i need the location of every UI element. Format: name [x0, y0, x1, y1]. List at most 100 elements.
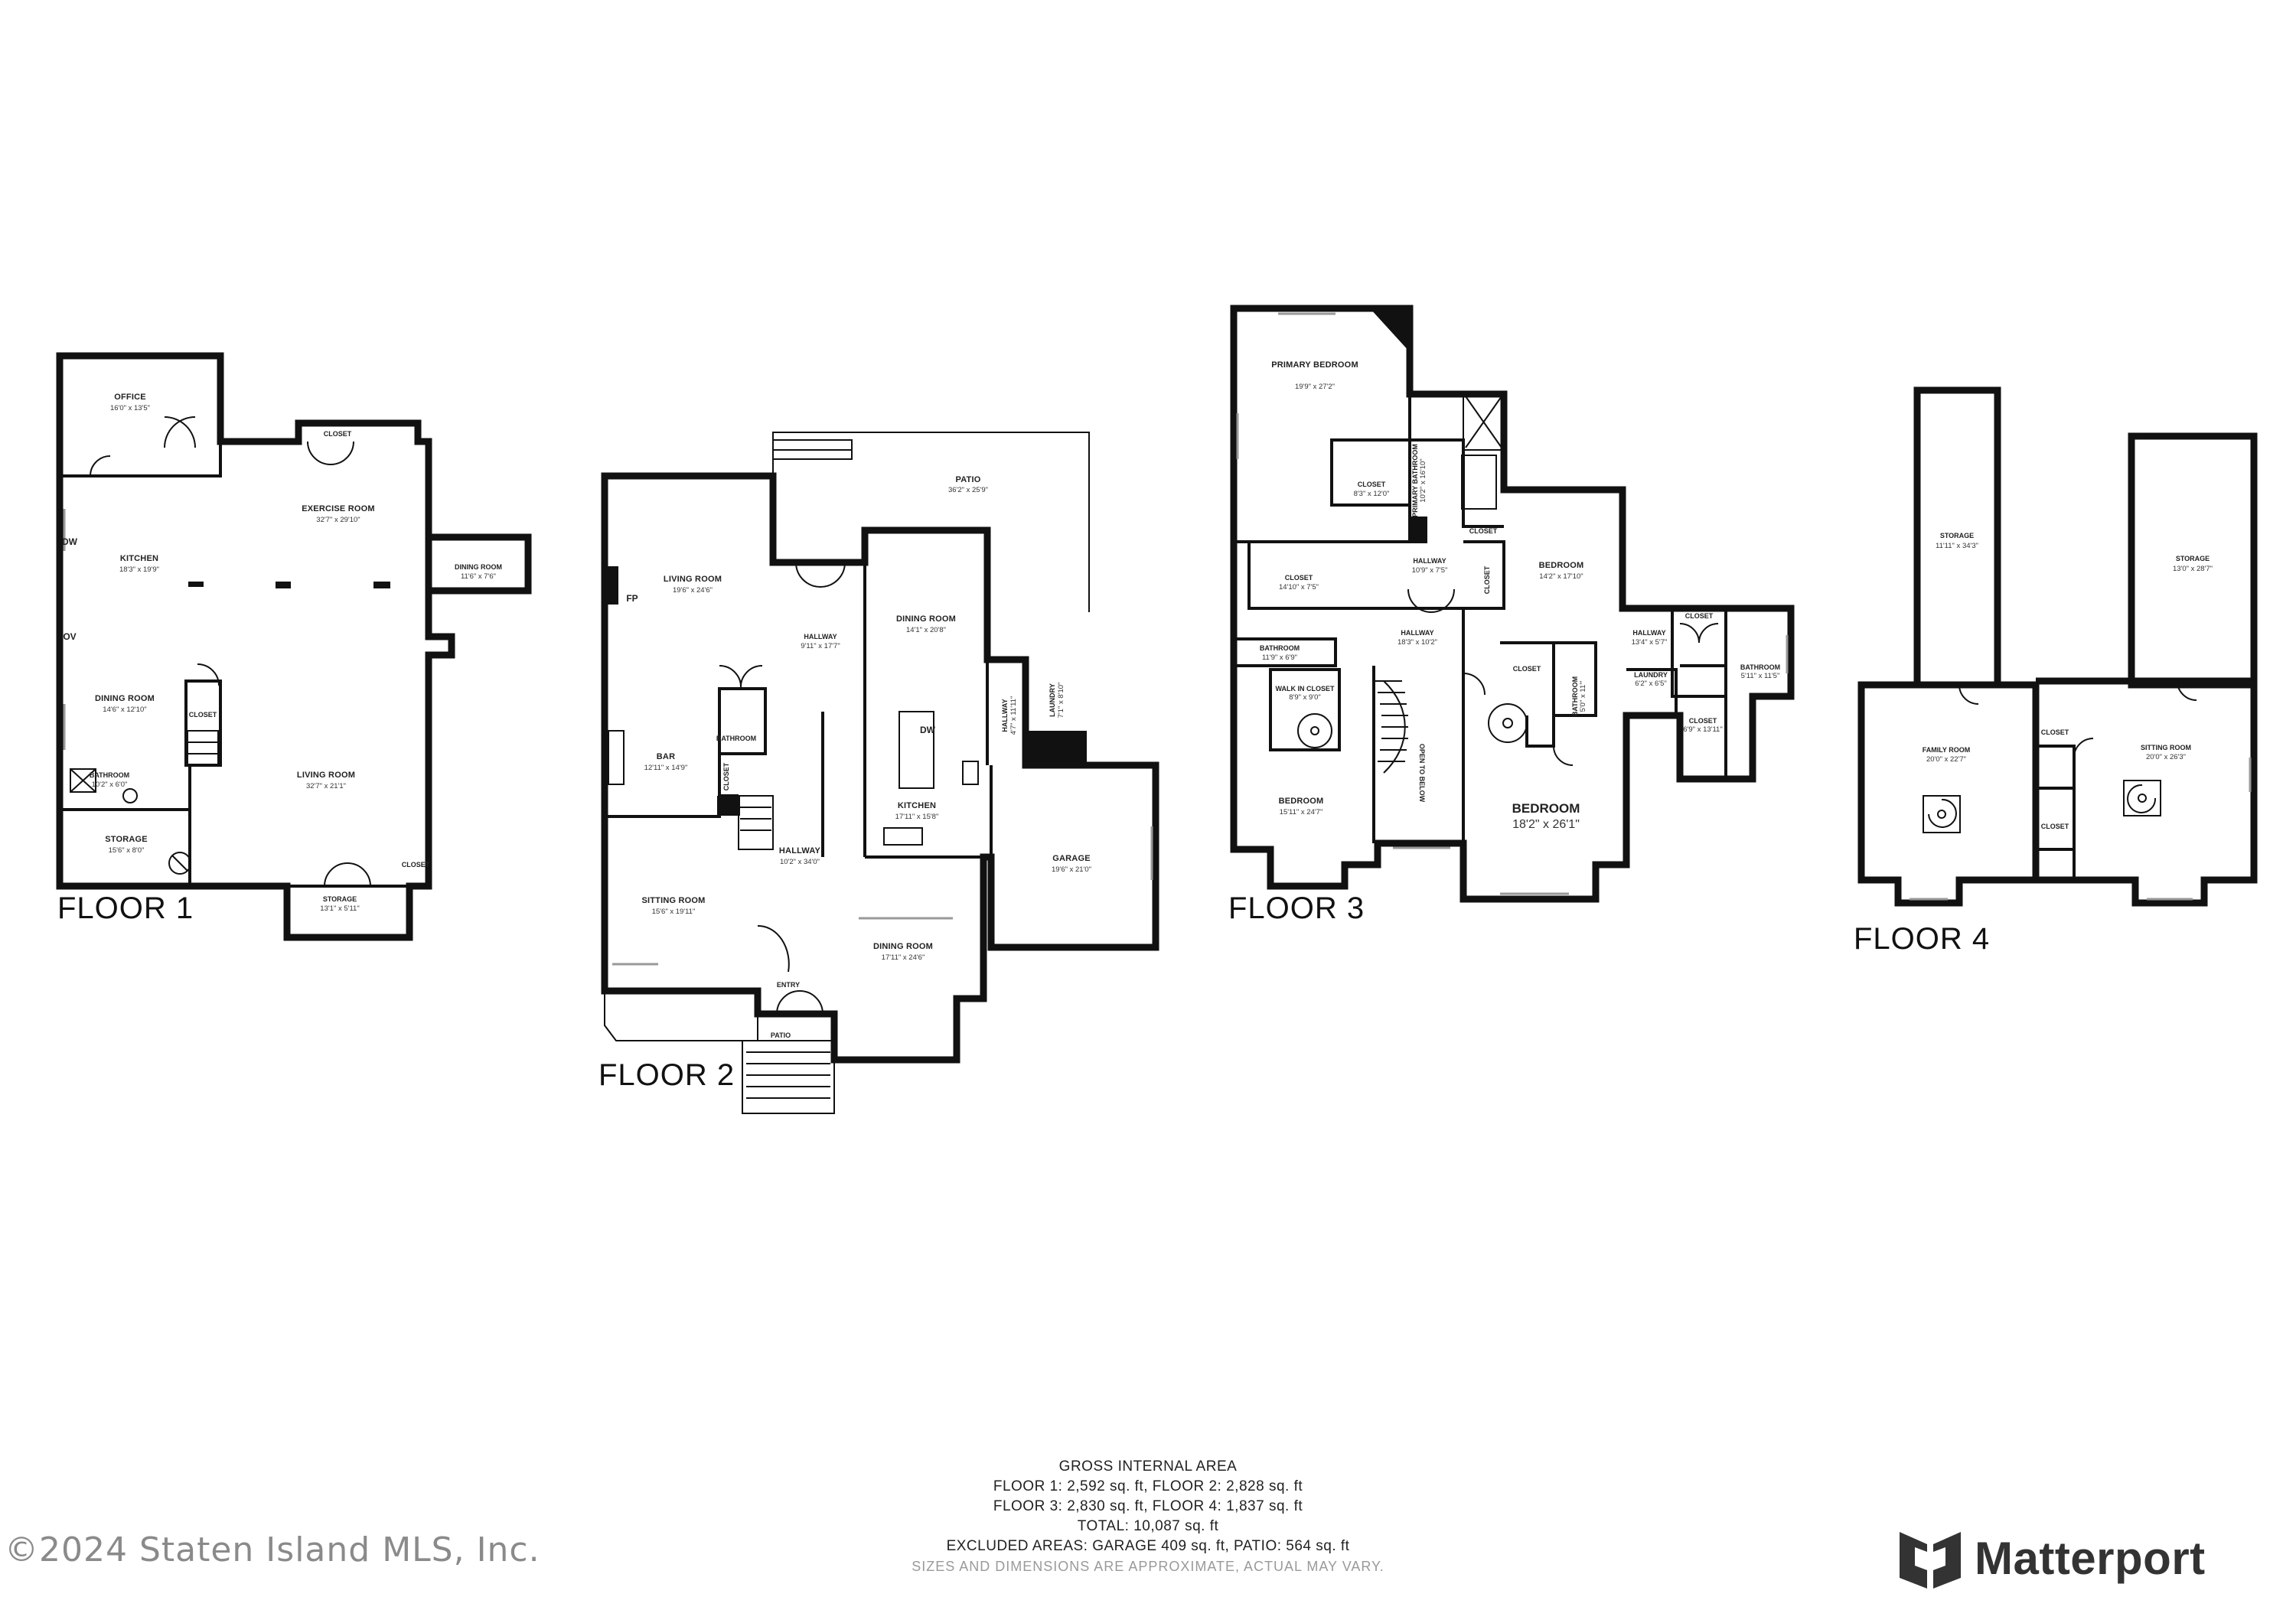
room-dim: 8'9" x 9'0": [1289, 693, 1321, 702]
room-name: BATHROOM: [716, 735, 756, 742]
room-name: CLOSET: [2041, 728, 2069, 736]
room-name: LAUNDRY: [1049, 683, 1056, 717]
floor-2-plan: PATIO 36'2" x 25'9" LIVING ROOM 19'6" x …: [598, 432, 1159, 1114]
brand-name: Matterport: [1975, 1532, 2206, 1584]
room-dim: 6'9" x 13'11": [1683, 725, 1722, 734]
room-name: CLOSET: [189, 711, 217, 719]
room-name: CLOSET: [1483, 565, 1491, 594]
room-dim: 8'3" x 12'0": [1354, 490, 1390, 498]
room-name: BEDROOM: [1539, 561, 1584, 570]
room-name: LIVING ROOM: [297, 771, 355, 780]
room-name: CLOSET: [1513, 665, 1541, 673]
room-dim: 16'0" x 13'5": [110, 404, 150, 412]
room-dim: 7'1" x 8'10": [1057, 683, 1065, 719]
brand-logo: Matterport: [1896, 1524, 2206, 1592]
room-dim: 20'0" x 22'7": [1926, 755, 1966, 764]
dishwasher-label: DW: [920, 725, 936, 735]
room-name: STORAGE: [105, 835, 148, 844]
room-name: HALLWAY: [804, 633, 837, 640]
room-dim: 19'6" x 24'6": [673, 586, 713, 595]
room-dim: 5'0" x 11'": [1579, 681, 1587, 712]
room-name: HALLWAY: [1001, 699, 1009, 732]
matterport-logo-icon: [1900, 1532, 1961, 1589]
room-name: FAMILY ROOM: [1923, 746, 1971, 754]
room-name: CLOSET: [1689, 717, 1717, 725]
room-dim: 12'11" x 14'9": [644, 764, 688, 772]
area-total: TOTAL: 10,087 sq. ft: [1077, 1518, 1219, 1534]
room-dim: 11'9" x 6'9": [1262, 653, 1297, 662]
room-dim: 10'9" x 7'5": [1412, 566, 1448, 575]
room-name: BAR: [657, 752, 675, 761]
room-name: BATHROOM: [1740, 663, 1780, 671]
floor-label: FLOOR 3: [1228, 891, 1365, 925]
oven-label: OV: [63, 631, 76, 642]
room-name: KITCHEN: [898, 801, 936, 810]
room-name: GARAGE: [1052, 854, 1090, 863]
room-name: STORAGE: [1940, 532, 1974, 539]
room-dim: 13'4" x 5'7": [1632, 638, 1668, 647]
room-dim: 32'7" x 21'1": [306, 782, 346, 790]
room-name: CLOSET: [722, 762, 730, 790]
room-dim: 17'11" x 24'6": [882, 953, 925, 962]
room-name: DINING ROOM: [455, 563, 502, 571]
room-name: OPEN TO BELOW: [1418, 744, 1426, 803]
floor-label: FLOOR 1: [57, 891, 194, 925]
room-dim: 20'0" x 26'3": [2146, 753, 2186, 761]
area-summary: GROSS INTERNAL AREA FLOOR 1: 2,592 sq. f…: [804, 1457, 1492, 1576]
room-dim: 18'3" x 10'2": [1397, 638, 1437, 647]
room-name: PRIMARY BATHROOM: [1411, 444, 1419, 517]
area-line-2: FLOOR 3: 2,830 sq. ft, FLOOR 4: 1,837 sq…: [993, 1498, 1303, 1514]
room-name: WALK IN CLOSET: [1276, 685, 1335, 693]
room-name: BATHROOM: [90, 771, 129, 779]
room-name: STORAGE: [323, 895, 357, 903]
room-dim: 13'0" x 28'7": [2173, 565, 2213, 573]
room-name: CLOSET: [1285, 574, 1313, 582]
floor-label: FLOOR 4: [1854, 922, 1990, 956]
room-name: BATHROOM: [1571, 676, 1579, 716]
floor-1-plan: OFFICE 16'0" x 13'5" CLOSET EXERCISE ROO…: [56, 352, 532, 941]
area-disclaimer: SIZES AND DIMENSIONS ARE APPROXIMATE, AC…: [912, 1559, 1384, 1574]
room-dim: 5'11" x 11'5": [1741, 672, 1780, 680]
floor-label: FLOOR 2: [598, 1058, 735, 1092]
room-dim: 19'9" x 27'2": [1295, 383, 1335, 391]
floor-4-plan: STORAGE 11'11" x 34'3" STORAGE 13'0" x 2…: [1854, 386, 2258, 956]
room-dim: 10'2" x 16'10": [1419, 458, 1427, 502]
room-dim: 14'6" x 12'10": [103, 706, 146, 714]
room-dim: 13'1" x 5'11": [320, 904, 359, 913]
room-name: DINING ROOM: [95, 694, 155, 703]
room-dim: 18'2" x 26'1": [1512, 818, 1580, 831]
room-name: EXERCISE ROOM: [302, 504, 375, 513]
room-name: SITTING ROOM: [2141, 744, 2191, 751]
room-dim: 32'7" x 29'10": [316, 516, 360, 524]
area-line-1: FLOOR 1: 2,592 sq. ft, FLOOR 2: 2,828 sq…: [993, 1478, 1303, 1494]
room-name: STORAGE: [2176, 555, 2210, 562]
room-name: BEDROOM: [1512, 801, 1580, 816]
room-name: HALLWAY: [1632, 629, 1665, 637]
room-name: PATIO: [956, 475, 981, 484]
room-dim: 14'10" x 7'5": [1279, 583, 1319, 592]
room-name: LIVING ROOM: [664, 575, 722, 584]
room-name: LAUNDRY: [1634, 671, 1668, 679]
room-dim: 14'1" x 20'8": [906, 626, 946, 634]
room-name: PATIO: [771, 1031, 791, 1039]
room-dim: 10'2" x 34'0": [780, 858, 820, 866]
room-name: CLOSET: [2041, 823, 2069, 830]
room-name: HALLWAY: [1401, 629, 1433, 637]
room-dim: 15'11" x 24'7": [1280, 808, 1323, 816]
room-dim: 14'2" x 17'10": [1539, 572, 1583, 581]
room-dim: 11'6" x 7'6": [461, 572, 496, 581]
room-name: HALLWAY: [779, 846, 821, 855]
room-dim: 15'6" x 8'0": [109, 846, 145, 855]
room-dim: 11'11" x 34'3": [1936, 542, 1978, 550]
room-name: CLOSET: [1469, 527, 1498, 535]
area-title: GROSS INTERNAL AREA: [1058, 1458, 1238, 1475]
room-dim: 19'6" x 21'0": [1052, 865, 1091, 874]
room-name: SITTING ROOM: [641, 896, 705, 905]
room-name: DINING ROOM: [873, 942, 933, 951]
area-excluded: EXCLUDED AREAS: GARAGE 409 sq. ft, PATIO…: [946, 1538, 1350, 1554]
room-name: CLOSET: [402, 861, 430, 869]
room-name: ENTRY: [777, 981, 800, 989]
room-dim: 18'3" x 19'9": [119, 565, 159, 574]
room-dim: 6'2" x 6'5": [1635, 680, 1667, 688]
